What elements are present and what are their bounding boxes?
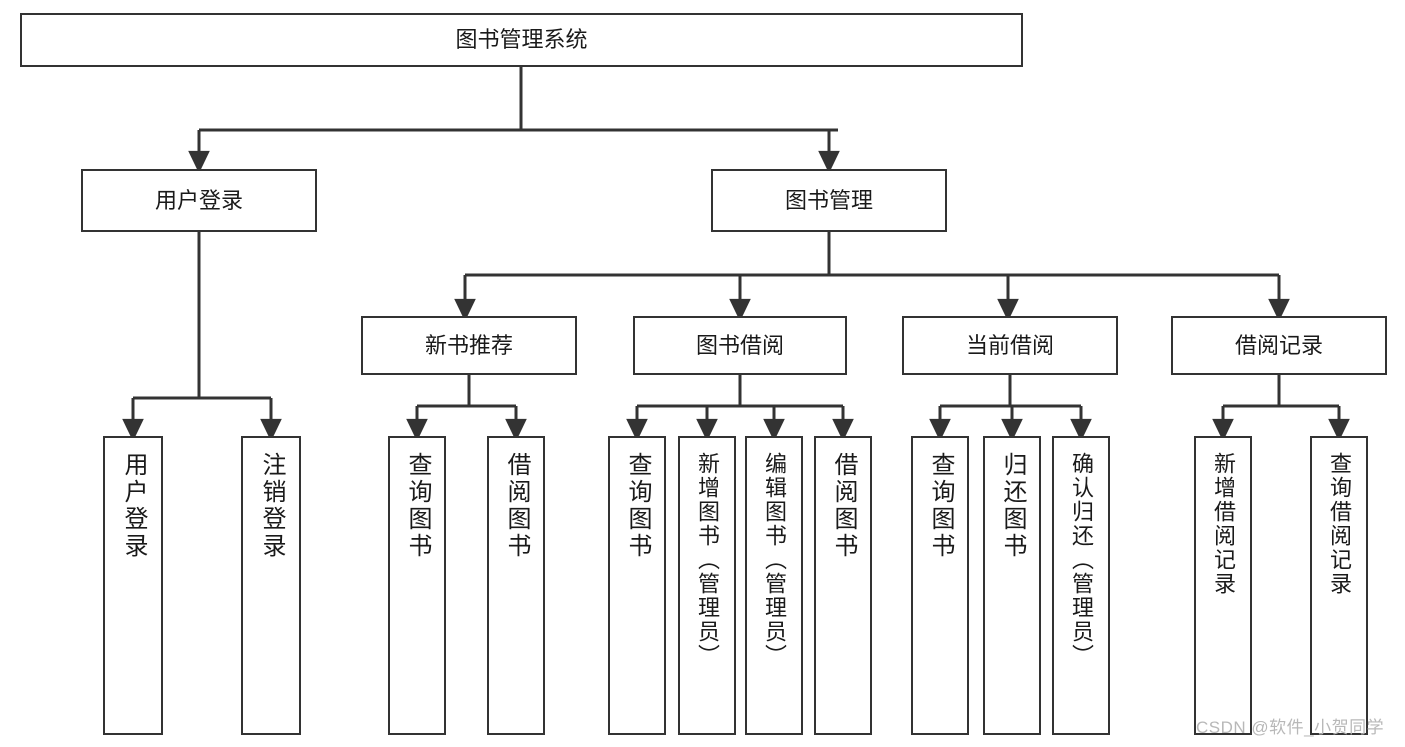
edge-group-current-borrow bbox=[929, 375, 1092, 442]
node-system-title[interactable]: 图书管理系统 bbox=[20, 13, 1023, 67]
leaf-edit-book-admin[interactable]: 编辑图书（管理员） bbox=[745, 436, 803, 735]
edge-group-book-manage bbox=[454, 232, 1290, 322]
node-label: 借阅图书 bbox=[503, 452, 530, 560]
leaf-borrow-book-recommend[interactable]: 借阅图书 bbox=[487, 436, 545, 735]
edge-group-user-login bbox=[122, 232, 282, 442]
node-book-borrow[interactable]: 图书借阅 bbox=[633, 316, 847, 375]
node-label: 新增图书（管理员） bbox=[695, 452, 720, 668]
node-label: 图书借阅 bbox=[695, 332, 784, 358]
node-current-borrow[interactable]: 当前借阅 bbox=[902, 316, 1118, 375]
leaf-query-book-recommend[interactable]: 查询图书 bbox=[388, 436, 446, 735]
node-label: 查询图书 bbox=[404, 452, 431, 560]
leaf-confirm-return-admin[interactable]: 确认归还（管理员） bbox=[1052, 436, 1110, 735]
node-borrow-record[interactable]: 借阅记录 bbox=[1171, 316, 1387, 375]
node-label: 当前借阅 bbox=[965, 332, 1054, 358]
node-label: 新书推荐 bbox=[424, 332, 513, 358]
node-label: 查询借阅记录 bbox=[1327, 452, 1352, 596]
leaf-query-book-current[interactable]: 查询图书 bbox=[911, 436, 969, 735]
leaf-logout[interactable]: 注销登录 bbox=[241, 436, 301, 735]
node-label: 归还图书 bbox=[999, 452, 1026, 560]
node-user-login[interactable]: 用户登录 bbox=[81, 169, 317, 232]
node-label: 借阅图书 bbox=[830, 452, 857, 560]
leaf-user-login[interactable]: 用户登录 bbox=[103, 436, 163, 735]
leaf-query-borrow-record[interactable]: 查询借阅记录 bbox=[1310, 436, 1368, 735]
node-label: 查询图书 bbox=[927, 452, 954, 560]
node-label: 新增借阅记录 bbox=[1211, 452, 1236, 596]
leaf-query-book-borrow[interactable]: 查询图书 bbox=[608, 436, 666, 735]
leaf-return-book[interactable]: 归还图书 bbox=[983, 436, 1041, 735]
node-book-management[interactable]: 图书管理 bbox=[711, 169, 947, 232]
leaf-add-book-admin[interactable]: 新增图书（管理员） bbox=[678, 436, 736, 735]
node-label: 借阅记录 bbox=[1234, 332, 1323, 358]
edge-group-root bbox=[188, 67, 840, 174]
node-new-book-recommend[interactable]: 新书推荐 bbox=[361, 316, 577, 375]
node-label: 图书管理 bbox=[784, 187, 873, 213]
node-label: 确认归还（管理员） bbox=[1069, 452, 1094, 668]
leaf-add-borrow-record[interactable]: 新增借阅记录 bbox=[1194, 436, 1252, 735]
edge-group-book-borrow bbox=[626, 375, 854, 442]
node-label: 编辑图书（管理员） bbox=[762, 452, 787, 668]
node-label: 查询图书 bbox=[624, 452, 651, 560]
node-label: 用户登录 bbox=[154, 187, 243, 213]
node-label: 注销登录 bbox=[258, 452, 285, 560]
edge-group-borrow-record bbox=[1212, 375, 1350, 442]
csdn-watermark: CSDN @软件_小贺同学 bbox=[1196, 718, 1385, 737]
node-label: 用户登录 bbox=[120, 452, 147, 560]
edge-group-new-book bbox=[406, 375, 527, 442]
leaf-borrow-book[interactable]: 借阅图书 bbox=[814, 436, 872, 735]
node-label: 图书管理系统 bbox=[455, 27, 588, 53]
